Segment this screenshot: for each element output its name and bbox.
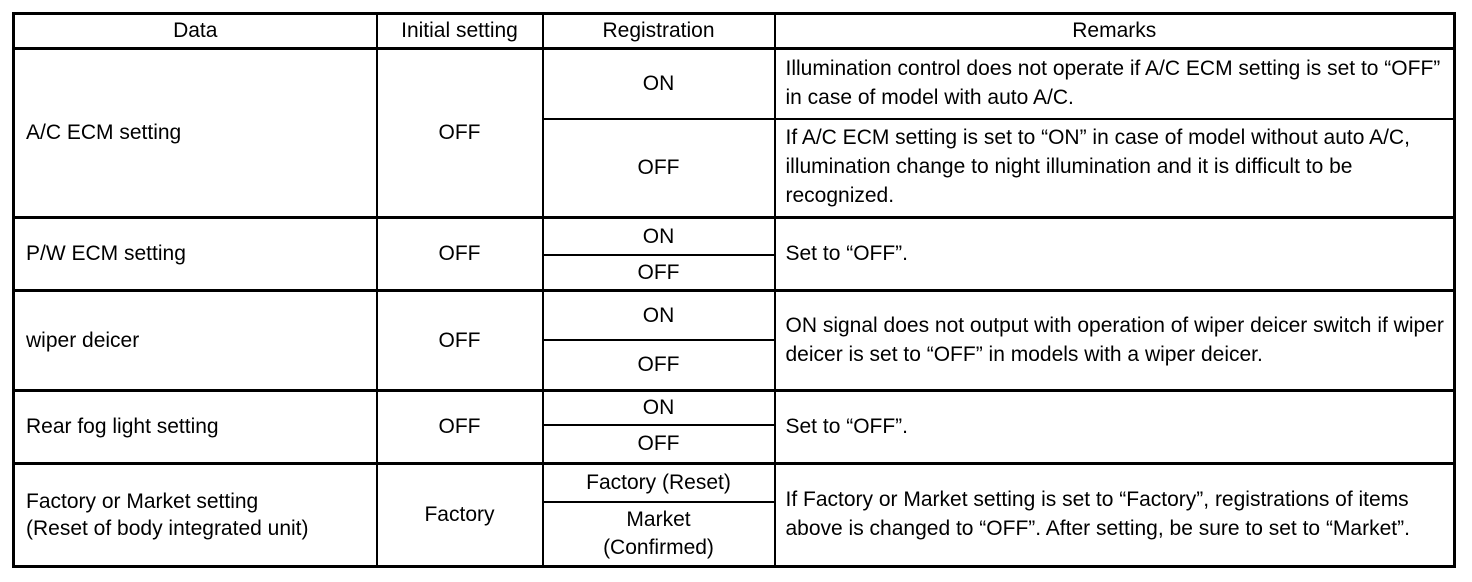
table-subrow: OFF <box>14 423 1455 465</box>
cell-data: P/W ECM setting <box>12 216 378 292</box>
cell-remarks: Set to “OFF”. <box>773 389 1456 465</box>
cell-registration: OFF <box>541 253 776 292</box>
table-subrow: OFF If A/C ECM setting is set to “ON” in… <box>14 117 1456 219</box>
table-subrow: Market (Confirmed) <box>14 500 1455 568</box>
cell-initial-setting: OFF <box>375 47 544 219</box>
cell-data: Rear fog light setting <box>12 389 378 465</box>
cell-registration: OFF <box>541 423 776 465</box>
cell-initial-setting: OFF <box>375 216 544 292</box>
cell-remarks: If A/C ECM setting is set to “ON” in cas… <box>773 117 1456 219</box>
cell-registration: ON <box>541 389 776 426</box>
table-row: A/C ECM setting OFF ON Illumination cont… <box>12 47 1456 219</box>
cell-data: A/C ECM setting <box>12 47 378 219</box>
cell-data: wiper deicer <box>12 289 378 392</box>
header-remarks: Remarks <box>773 12 1456 50</box>
cell-registration: ON <box>541 216 776 256</box>
cell-registration: OFF <box>541 338 776 392</box>
header-row: Data Initial setting Registration Remark… <box>12 12 1456 50</box>
table-row: Factory or Market setting (Reset of body… <box>12 462 1456 568</box>
table-row: Rear fog light setting OFF ON Set to “OF… <box>12 389 1456 465</box>
cell-initial-setting: Factory <box>375 462 544 568</box>
cell-registration: Factory (Reset) <box>541 462 776 503</box>
header-data: Data <box>12 12 378 50</box>
table-row: wiper deicer OFF ON ON signal does not o… <box>12 289 1456 392</box>
cell-registration: ON <box>541 289 776 341</box>
table-subrow: OFF <box>14 253 1455 292</box>
cell-registration: ON <box>541 47 776 120</box>
cell-remarks: ON signal does not output with operation… <box>773 289 1456 392</box>
cell-registration: OFF <box>541 117 776 219</box>
cell-remarks: Set to “OFF”. <box>773 216 1456 292</box>
header-initial-setting: Initial setting <box>375 12 544 50</box>
registration-settings-table: Data Initial setting Registration Remark… <box>12 12 1456 568</box>
cell-remarks: Illumination control does not operate if… <box>773 47 1456 120</box>
table-subrow: OFF <box>14 338 1455 392</box>
table-row: P/W ECM setting OFF ON Set to “OFF”. <box>12 216 1456 292</box>
header-registration: Registration <box>541 12 776 50</box>
cell-data: Factory or Market setting (Reset of body… <box>12 462 378 568</box>
cell-initial-setting: OFF <box>375 289 544 392</box>
cell-remarks: If Factory or Market setting is set to “… <box>773 462 1456 568</box>
cell-registration: Market (Confirmed) <box>541 500 776 568</box>
cell-initial-setting: OFF <box>375 389 544 465</box>
